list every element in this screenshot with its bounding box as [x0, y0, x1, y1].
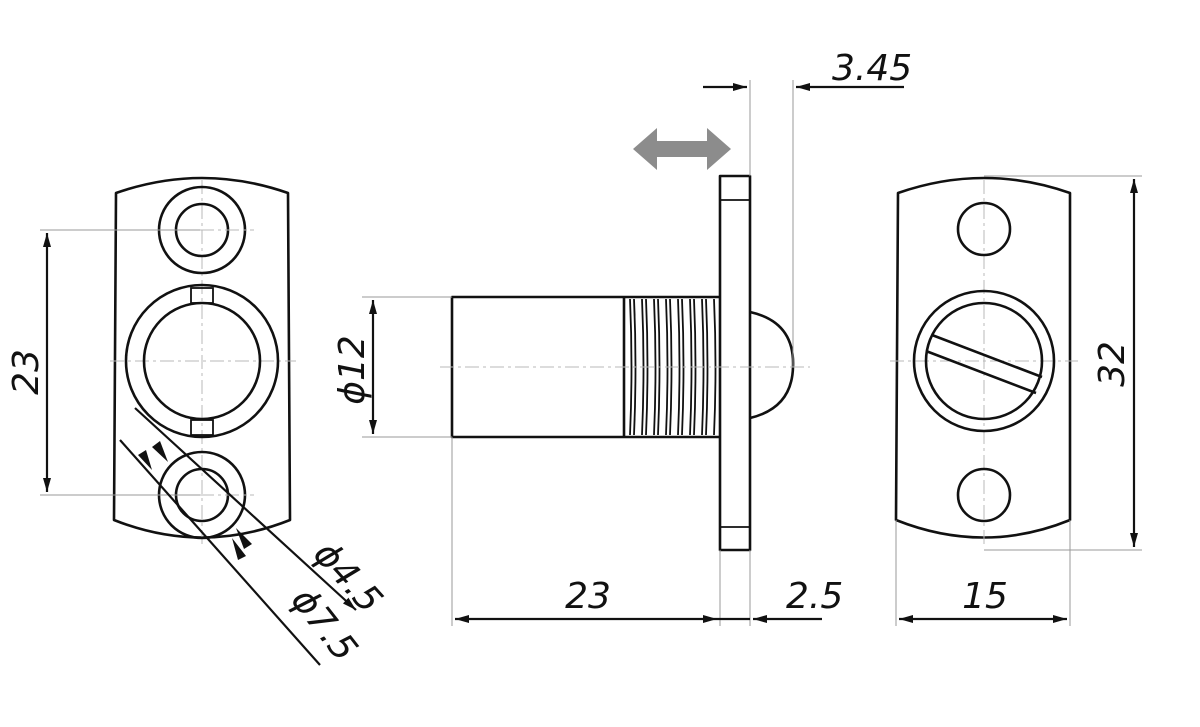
right-bottom-hole	[956, 467, 1012, 523]
dim-plate-width: 15	[895, 520, 1071, 626]
left-center-bore-outer	[124, 283, 280, 439]
right-top-hole	[956, 201, 1012, 257]
dim-ball-protrusion: 3.45	[703, 48, 912, 367]
side-bolt-view	[440, 174, 810, 552]
flange	[718, 174, 752, 552]
right-plate-view	[890, 176, 1078, 548]
right-screw-outer	[912, 289, 1056, 433]
dim-plate-height-label: 32	[1092, 341, 1133, 387]
dim-bolt-length-label: 23	[565, 576, 611, 617]
left-plate-view	[110, 176, 296, 548]
dim-left-height: 23	[6, 229, 200, 496]
dim-left-height-label: 23	[6, 349, 47, 395]
dim-flange-thickness: 2.5	[717, 576, 843, 623]
right-plate-outline	[894, 176, 1072, 539]
dim-plate-height: 32	[984, 175, 1142, 551]
double-arrow-icon	[633, 128, 731, 170]
dim-bolt-diameter-label: ϕ12	[332, 335, 373, 405]
dim-ball-protrusion-label: 3.45	[832, 48, 912, 89]
dim-plate-width-label: 15	[962, 576, 1008, 617]
dim-hole-diameters: ϕ4.5 ϕ7.5	[119, 407, 390, 669]
dim-bolt-diameter: ϕ12	[332, 296, 452, 438]
dim-bolt-length: 23	[451, 437, 751, 626]
dim-flange-thickness-label: 2.5	[786, 576, 843, 617]
left-plate-outline	[112, 176, 292, 539]
right-screw-inner	[924, 301, 1044, 421]
screw-slot	[925, 333, 1043, 395]
ball-protrusion	[749, 310, 795, 420]
